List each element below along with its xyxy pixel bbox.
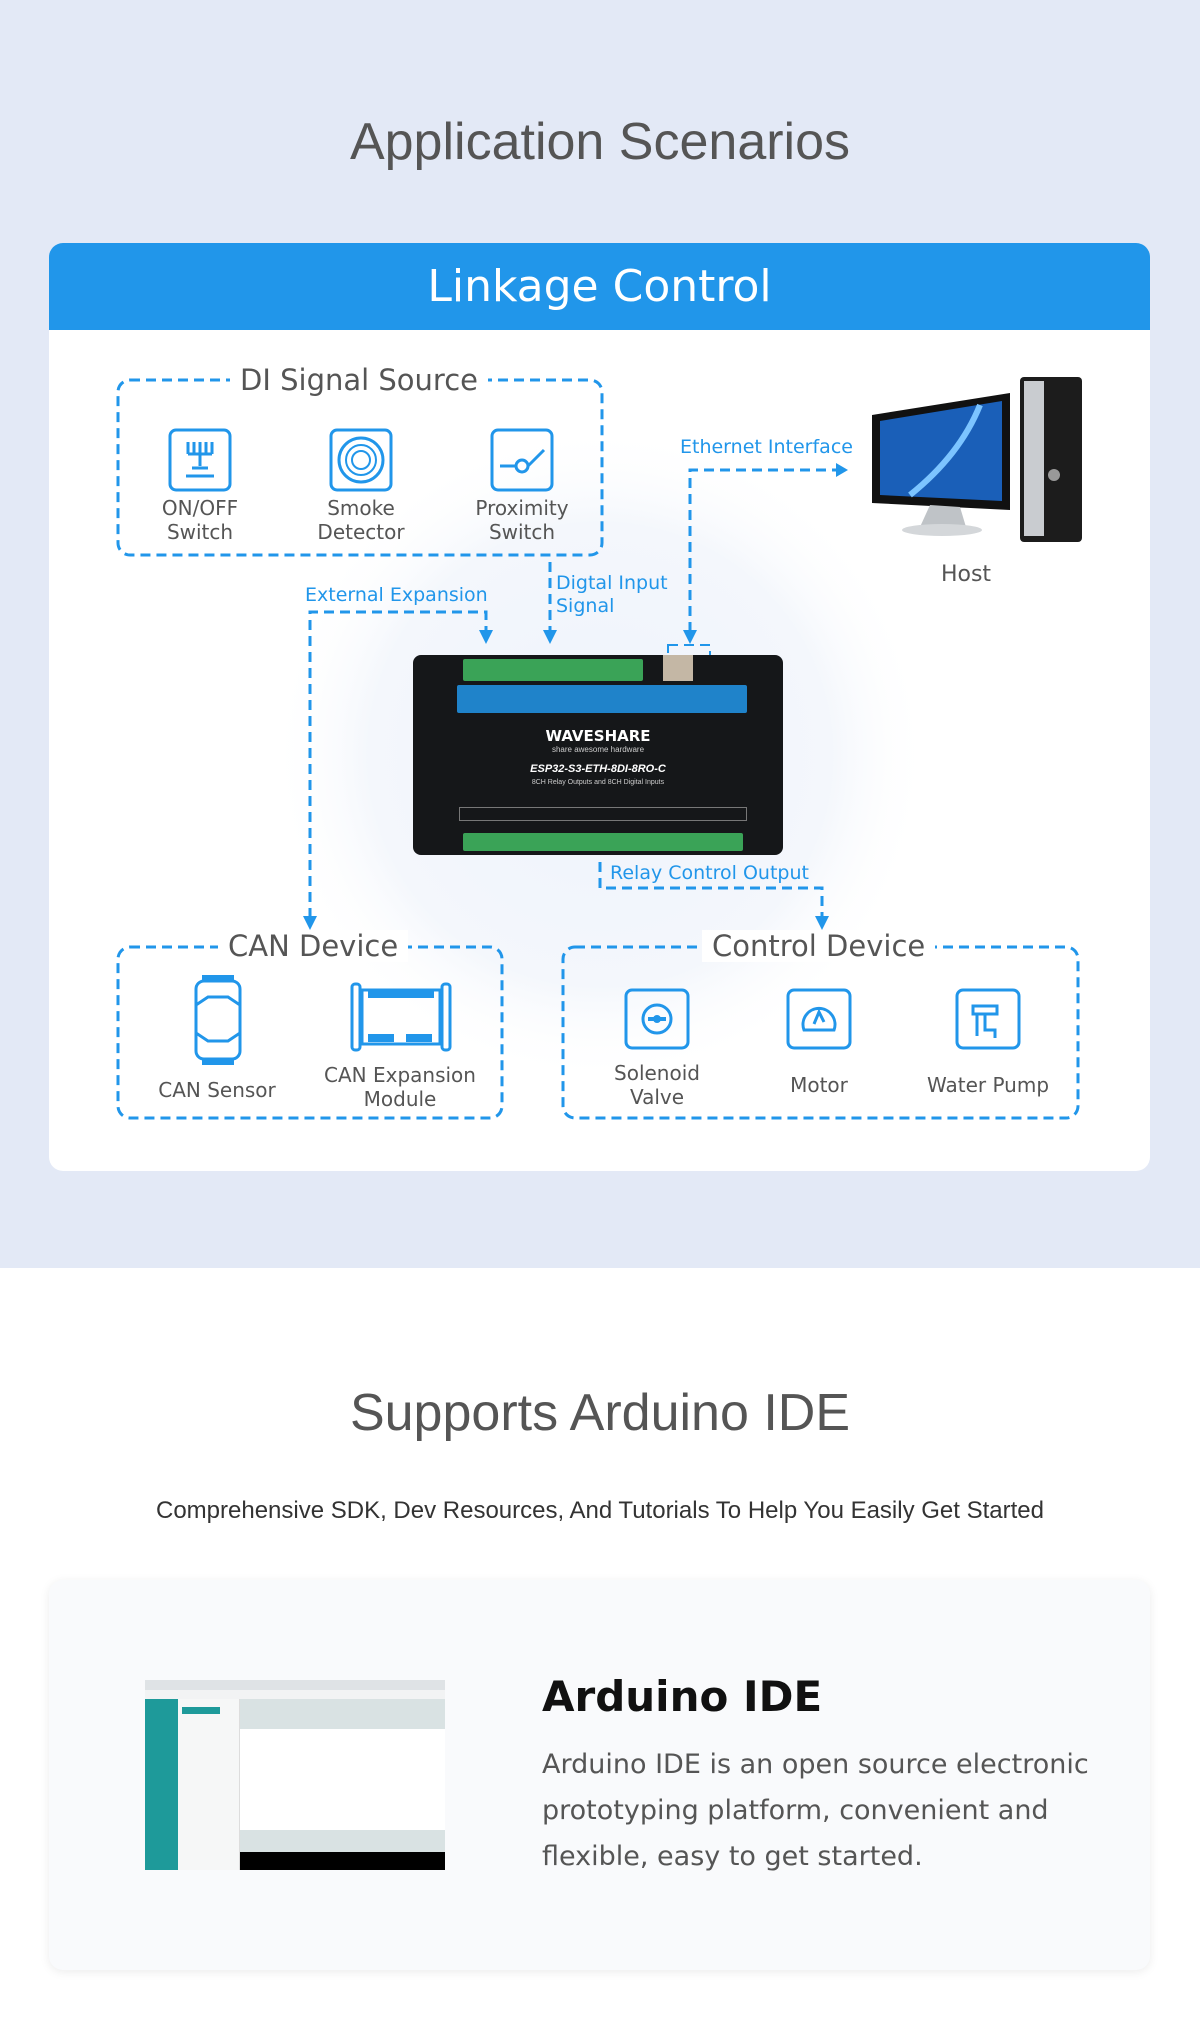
proximity-switch-icon [490,428,554,492]
switch-icon [168,428,232,492]
arduino-ide-title: Arduino IDE [542,1672,823,1721]
device-description: 8CH Relay Outputs and 8CH Digital Inputs [531,779,665,786]
terminal-block-bottom [463,833,743,851]
ide-toolbar [240,1699,445,1729]
terminal-block-top [463,659,643,681]
browser-tabbar [145,1680,445,1690]
motor-icon [786,988,852,1050]
can-expansion-module-icon [350,982,452,1052]
ethernet-port [663,655,693,681]
port-label-strip [457,685,747,713]
host-label: Host [940,562,992,587]
control-item-label: Water Pump [926,1073,1050,1097]
ide-editor-footer [240,1830,445,1852]
relay-control-output-label: Relay Control Output [610,862,809,884]
external-expansion-label: External Expansion [305,584,488,606]
device-model: ESP32-S3-ETH-8DI-8RO-C [530,763,666,775]
can-sensor-icon [194,975,242,1065]
smoke-detector-icon [329,428,393,492]
section-subtitle: Comprehensive SDK, Dev Resources, And Tu… [155,1497,1044,1524]
di-box-title: DI Signal Source [230,364,489,396]
solenoid-valve-icon [624,988,690,1050]
can-box-title: CAN Device [218,930,409,962]
ide-sketch-list [178,1699,240,1870]
device-brand: WAVESHARE [545,727,651,745]
relay-channel-strip [459,807,747,821]
host-computer-icon [872,377,1082,542]
ethernet-interface-label: Ethernet Interface [680,436,853,458]
arduino-ide-screenshot [145,1680,445,1870]
ide-sidebar [145,1699,178,1870]
section-title: Application Scenarios [349,113,851,171]
card-title: Linkage Control [49,243,1150,330]
ide-new-sketch-button [182,1707,220,1714]
browser-addressbar [145,1690,445,1699]
device-tagline: share awesome hardware [551,745,645,754]
can-item-label: CAN Sensor [158,1078,276,1102]
water-pump-icon [955,988,1021,1050]
control-item-label: Motor [790,1073,848,1097]
control-box-title: Control Device [702,930,936,962]
section-title: Supports Arduino IDE [349,1384,851,1442]
ide-console [240,1852,445,1870]
arduino-ide-description: Arduino IDE is an open source electronic… [542,1749,1089,1872]
relay-board-image: WAVESHARE share awesome hardware ESP32-S… [413,655,783,855]
